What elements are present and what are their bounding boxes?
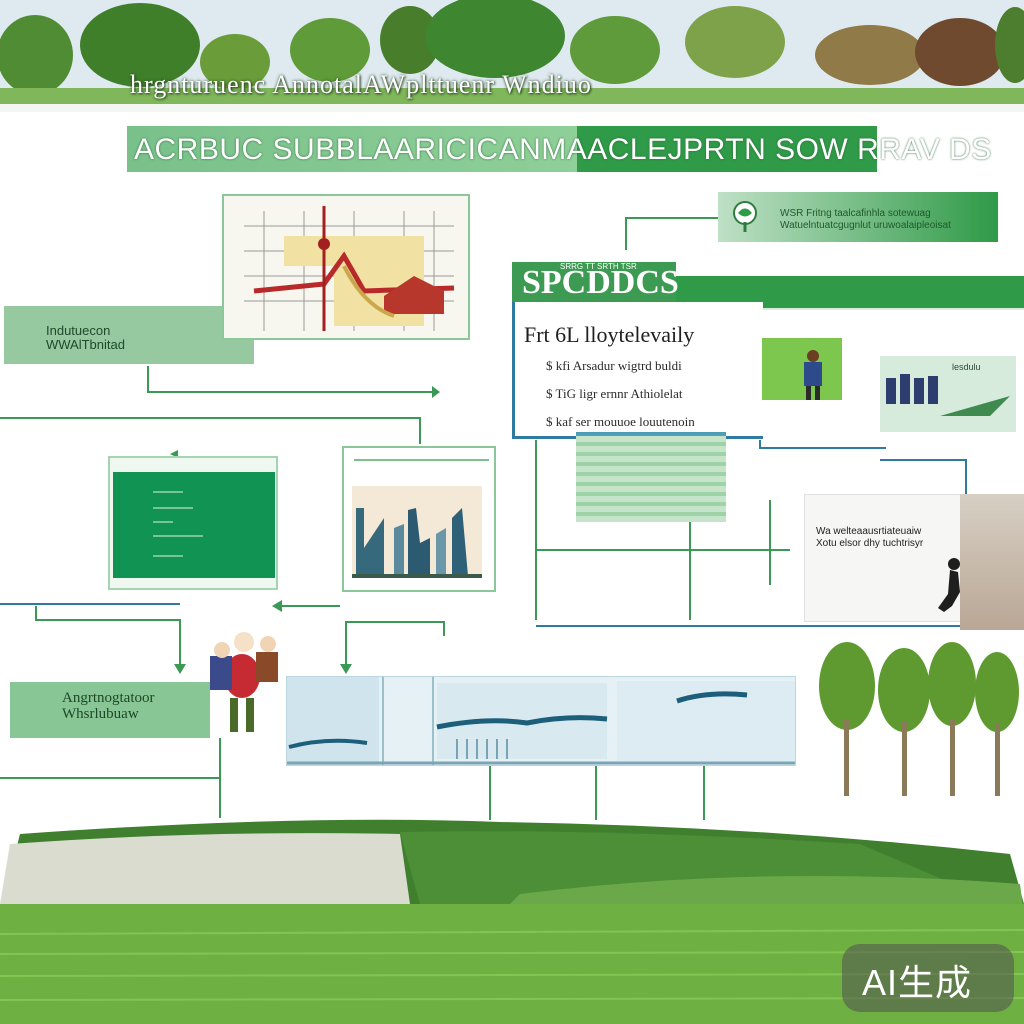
watermark-text: AI生成 [862,962,973,1003]
section-title: ACRBUC SUBBLAARICICANMAACLEJPRTN SOW RRA… [134,133,992,166]
info-bar-top-right [718,192,998,242]
watermark-badge [842,944,1014,1012]
people-caption: lesdulu [952,362,981,372]
panel-header-small: SRRG TT SRTH TSR [560,262,637,271]
panel-header-tab [512,262,676,302]
top-banner [0,0,1024,112]
skyline-illustration [344,448,494,590]
connector-line [345,621,445,672]
sketch-chart-panel [222,194,470,340]
group-photo-tile [880,356,1016,432]
connector-line [0,417,421,444]
connector-line [147,366,432,393]
worker-figure-icon [938,558,960,612]
wave-chart-illustration [287,677,795,765]
chart-strip [286,676,796,766]
arrow-down-icon [174,664,186,674]
section-title-bar [127,126,877,172]
panel-bullet: $ kfi Arsadur wigtrd buldi [546,358,682,373]
panel-bullet: $ TiG ligr ernnr Athiolelat [546,386,683,401]
label-left-text: Indutuecon WWAlTbnitad [46,323,125,352]
label-bottom-text: Angrtnogtatoor Whsrlubuaw [62,690,155,722]
info-bar-text: WSR Fritng taalcafinhla sotewuag Watueln… [780,208,951,231]
info-panel-text: Wa welteaausrtiateuaiw Xotu elsor dhy tu… [816,526,924,549]
connector-line [880,459,967,496]
farmers-illustration [210,632,278,732]
arrow-left-icon [272,600,282,612]
farmer-figure-illustration [762,338,842,400]
label-box-left [4,306,254,364]
farmer-image [762,338,842,400]
tree-line-illustration [0,0,1024,112]
connector-line [625,217,720,250]
arrow-right-icon [432,386,440,398]
photo-strip [960,494,1024,630]
panel-heading: Frt 6L lloytelevaily [524,322,695,347]
banner-title: hrgnturuenc AnnotalAWplttuenr Wndiuo [130,70,592,99]
trees-illustration [819,642,1019,796]
striped-list-block [576,436,726,522]
plant-icon [733,201,757,232]
label-box-bottom [10,682,210,738]
people-group-illustration [880,356,1016,432]
arrow-down-icon [340,664,352,674]
green-panel [113,472,275,578]
skyline-panel [342,446,496,592]
panel-bullet: $ kaf ser mouuoe louutenoin [546,414,695,429]
sketch-illustration [224,196,468,338]
text-lines-illustration [153,491,203,557]
panel-content-frame [512,302,763,439]
connector-line [35,606,181,672]
panel-title: SPCDDCS [522,264,679,301]
